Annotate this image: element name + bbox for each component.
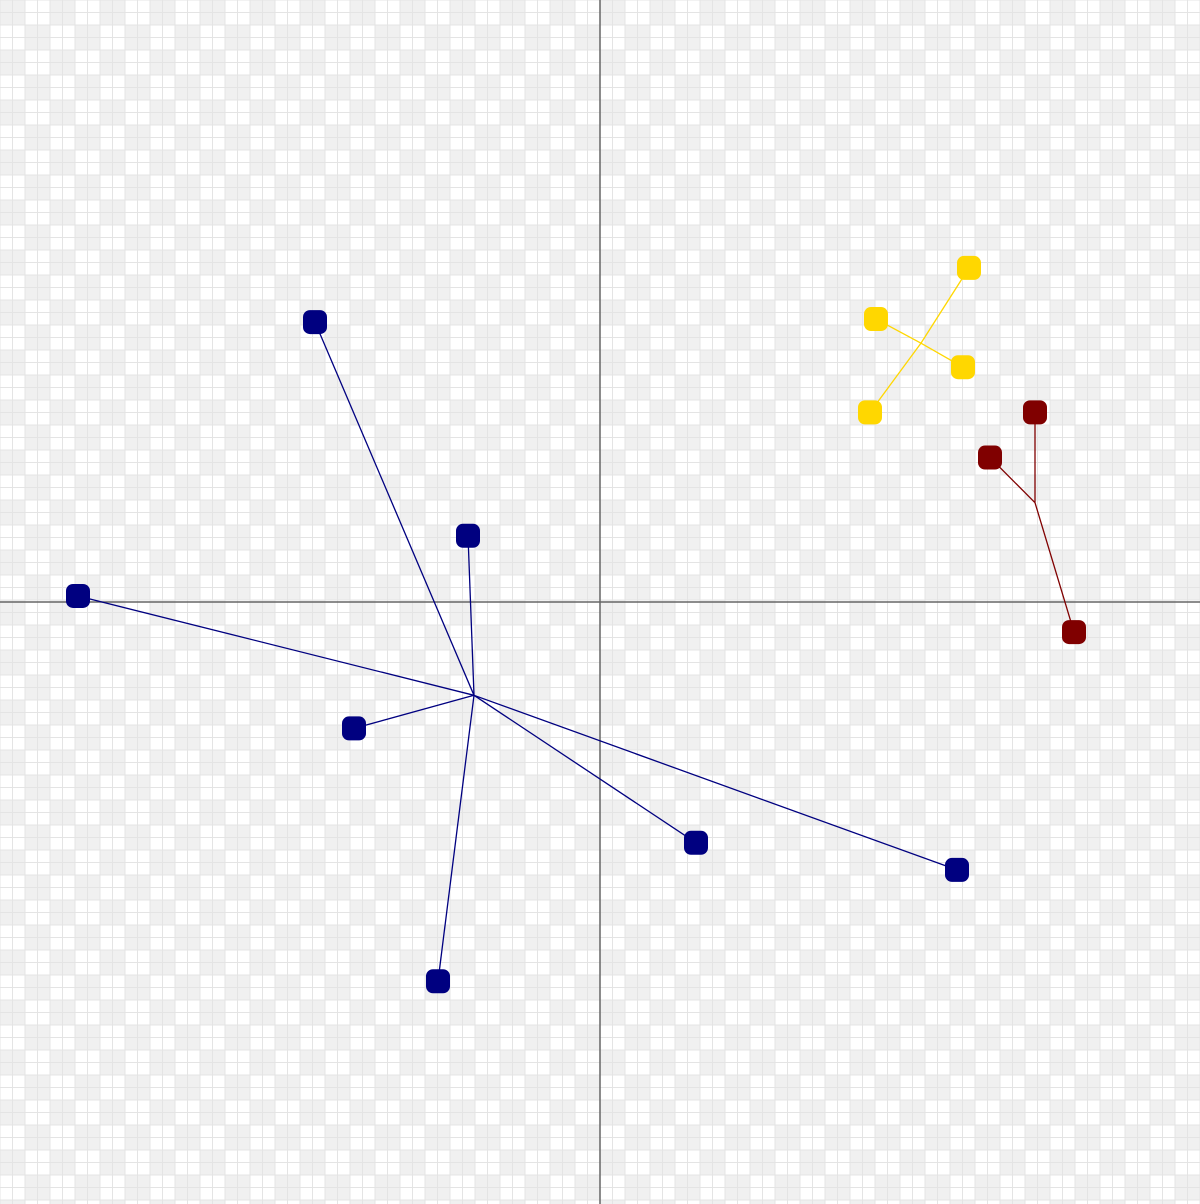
data-point — [858, 400, 882, 425]
data-point — [978, 445, 1002, 470]
cluster-link — [353, 694, 475, 730]
data-point — [456, 523, 480, 548]
data-point — [1023, 400, 1047, 425]
cluster-link — [869, 342, 922, 413]
data-point — [303, 310, 327, 335]
data-point — [684, 830, 708, 855]
cluster-link — [314, 321, 475, 696]
cluster-link — [437, 695, 475, 982]
cluster-link — [473, 694, 697, 844]
cluster-links — [77, 267, 1075, 982]
data-points — [66, 255, 1086, 994]
data-point — [342, 716, 366, 741]
data-point — [957, 255, 981, 280]
data-point — [945, 857, 969, 882]
data-point — [951, 355, 975, 380]
cluster-link — [473, 694, 958, 871]
cluster-link — [1034, 502, 1075, 633]
data-point — [66, 583, 90, 608]
cluster-link — [467, 535, 475, 696]
cluster-link — [77, 595, 475, 696]
data-point — [1062, 620, 1086, 645]
cluster-link — [920, 267, 970, 344]
data-point — [864, 307, 888, 332]
data-point — [426, 969, 450, 994]
